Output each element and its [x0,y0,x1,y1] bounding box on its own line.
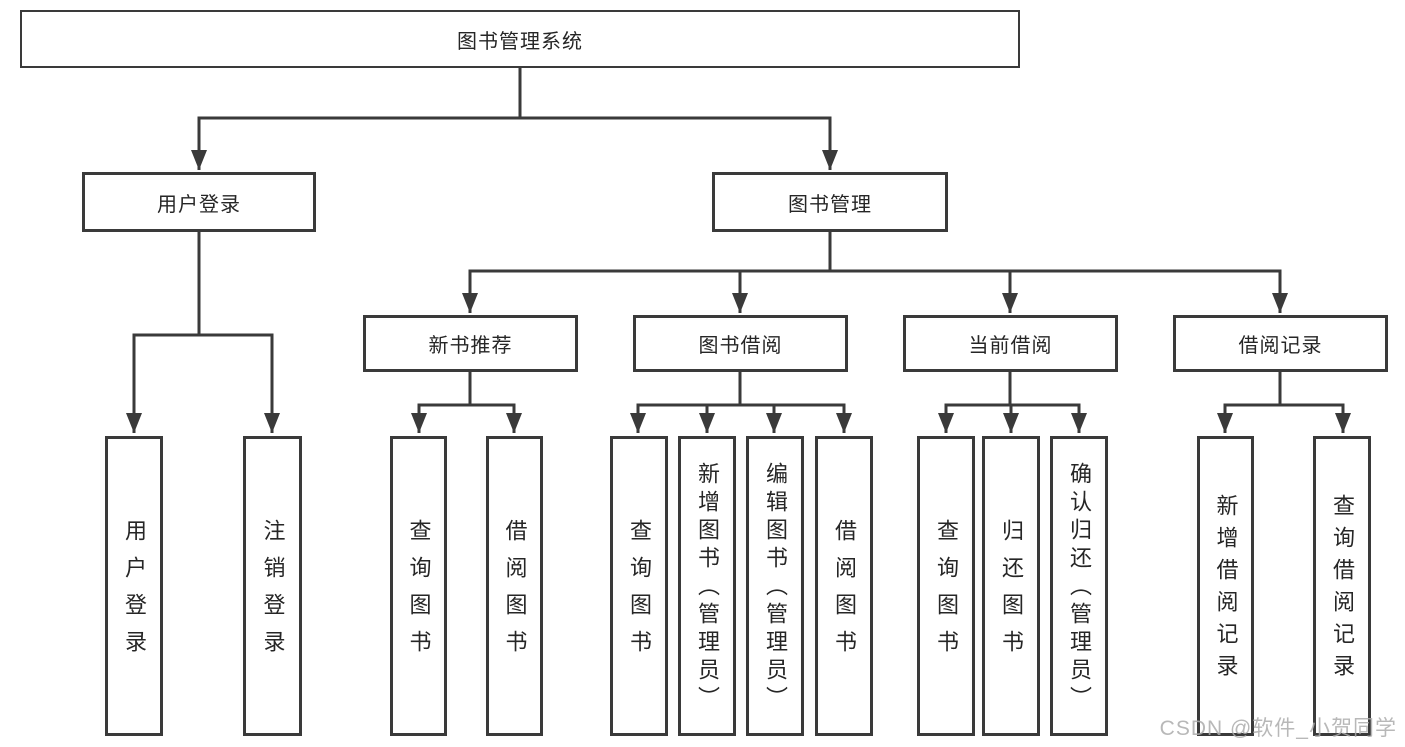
leaf-nb-borrow-books: 借阅图书 [486,436,543,736]
leaf-bb-add-books-admin: 新增图书（管理员） [678,436,736,736]
leaf-user-login-label: 用户登录 [122,518,147,667]
leaf-br-add-record: 新增借阅记录 [1197,436,1254,736]
leaf-nb-borrow-books-label: 借阅图书 [502,518,528,667]
leaf-bb-query-books-label: 查询图书 [627,518,652,667]
node-borrow-records: 借阅记录 [1173,315,1388,372]
node-current-borrow: 当前借阅 [903,315,1118,372]
node-root: 图书管理系统 [20,10,1020,68]
leaf-bb-query-books: 查询图书 [610,436,668,736]
leaf-cb-return-books-label: 归还图书 [999,518,1024,667]
leaf-nb-query-books: 查询图书 [390,436,447,736]
leaf-bb-edit-books-admin: 编辑图书（管理员） [746,436,804,736]
node-user-login: 用户登录 [82,172,316,232]
node-book-borrow: 图书借阅 [633,315,848,372]
node-book-mgmt: 图书管理 [712,172,948,232]
csdn-watermark: CSDN @软件_小贺同学 [1159,717,1397,740]
leaf-bb-add-books-admin-label: 新增图书（管理员） [695,462,720,714]
leaf-cb-query-books: 查询图书 [917,436,975,736]
leaf-bb-borrow-books-label: 借阅图书 [832,518,857,667]
leaf-logout: 注销登录 [243,436,302,736]
leaf-bb-edit-books-admin-label: 编辑图书（管理员） [763,462,788,714]
leaf-cb-query-books-label: 查询图书 [934,518,959,667]
leaf-br-query-record: 查询借阅记录 [1313,436,1371,736]
leaf-br-add-record-label: 新增借阅记录 [1213,494,1239,686]
leaf-user-login: 用户登录 [105,436,163,736]
leaf-cb-confirm-return-admin: 确认归还（管理员） [1050,436,1108,736]
leaf-br-query-record-label: 查询借阅记录 [1330,494,1355,686]
leaf-nb-query-books-label: 查询图书 [406,518,432,667]
leaf-bb-borrow-books: 借阅图书 [815,436,873,736]
leaf-cb-return-books: 归还图书 [982,436,1040,736]
leaf-cb-confirm-return-admin-label: 确认归还（管理员） [1067,462,1092,714]
node-new-books: 新书推荐 [363,315,578,372]
leaf-logout-label: 注销登录 [260,518,286,667]
